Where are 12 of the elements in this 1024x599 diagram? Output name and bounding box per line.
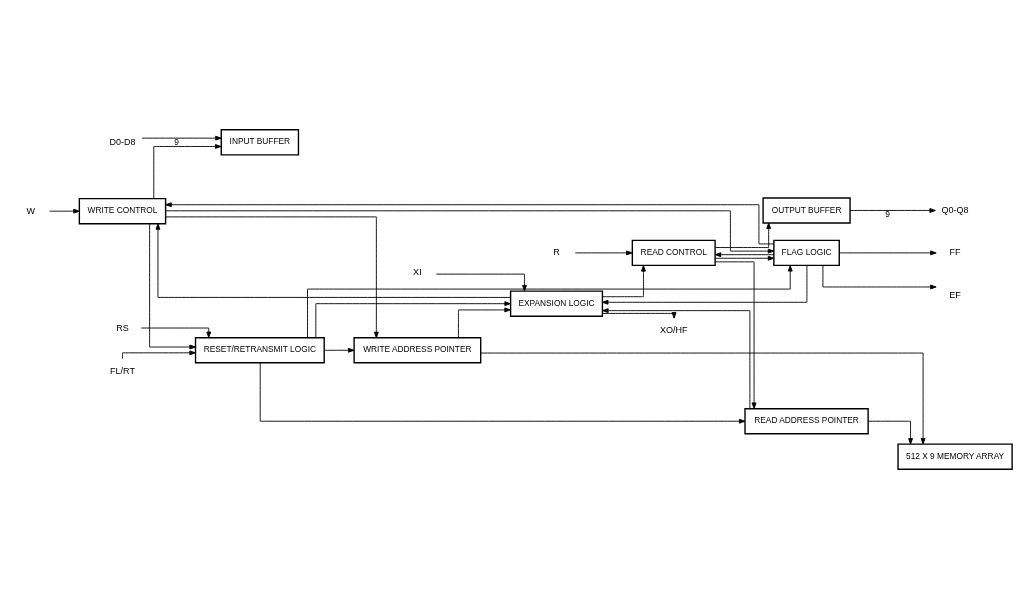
node-text: RS	[116, 323, 129, 334]
node-text: D0-D8	[109, 136, 136, 147]
node-text: XI	[413, 266, 422, 277]
edge-label: 9	[174, 136, 179, 147]
node-text: W	[26, 205, 35, 216]
node-text: FL/RT	[110, 365, 135, 376]
node-text: Q0-Q8	[941, 204, 969, 215]
node-text: XO/HF	[659, 325, 688, 336]
edge-label: 9	[885, 209, 890, 220]
node-text: FF	[949, 247, 961, 258]
node-text: R	[553, 247, 560, 258]
node-text: EF	[949, 289, 961, 300]
